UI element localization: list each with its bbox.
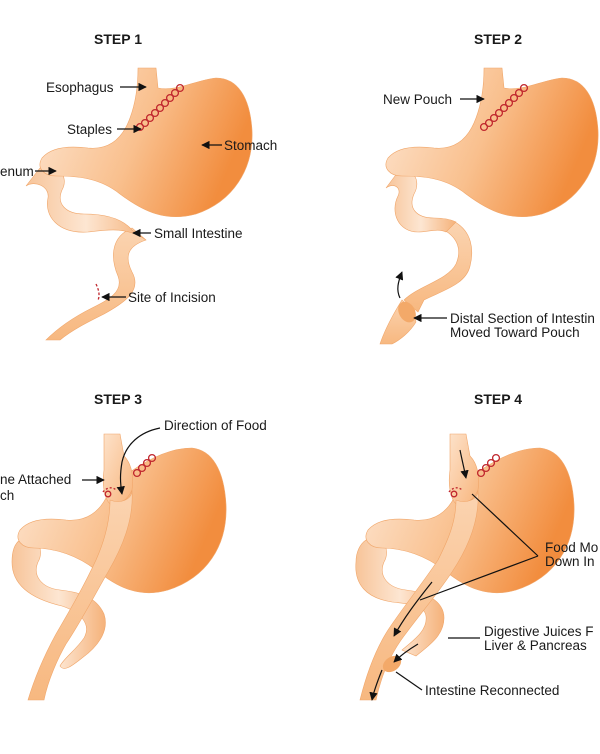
stomach-illustration [355,433,575,701]
stomach-illustration [11,433,227,701]
step-4-title: STEP 4 [474,391,522,407]
label-small-intestine: Small Intestine [154,226,243,241]
step-3-title: STEP 3 [94,391,142,407]
staple-line [448,453,501,498]
staple-line [102,453,157,498]
step-1-panel: STEP 1 Esophagus Staples Stomac [0,31,277,341]
label-attached-partial: ne Attached [0,472,71,487]
label-intestine-reconnected: Intestine Reconnected [425,683,559,698]
label-down-intestine: Down In [545,554,595,569]
label-direction-of-food: Direction of Food [164,418,267,433]
label-distal-section: Distal Section of Intestin [450,311,595,326]
label-duodenum-partial: enum [0,164,34,179]
step-4-panel: STEP 4 Food [355,391,598,701]
label-staples: Staples [67,122,112,137]
stomach-illustration [379,67,599,345]
label-esophagus: Esophagus [46,80,114,95]
label-site-of-incision: Site of Incision [128,290,216,305]
step-1-title: STEP 1 [94,31,142,47]
staple-line [479,83,529,132]
stomach-illustration [25,67,253,341]
label-liver-pancreas: Liver & Pancreas [484,638,587,653]
step-3-panel: STEP 3 Direction of Food ne Attached ch [0,391,267,701]
label-food-moves: Food Mo [545,540,598,555]
label-new-pouch: New Pouch [383,92,452,107]
incision-mark [95,283,100,301]
label-digestive-juices: Digestive Juices F [484,624,594,639]
label-pouch-partial: ch [0,488,14,503]
step-2-title: STEP 2 [474,31,522,47]
label-moved-toward-pouch: Moved Toward Pouch [450,325,580,340]
step-2-panel: STEP 2 New Pouch Distal Secti [379,31,599,345]
label-stomach: Stomach [224,138,277,153]
